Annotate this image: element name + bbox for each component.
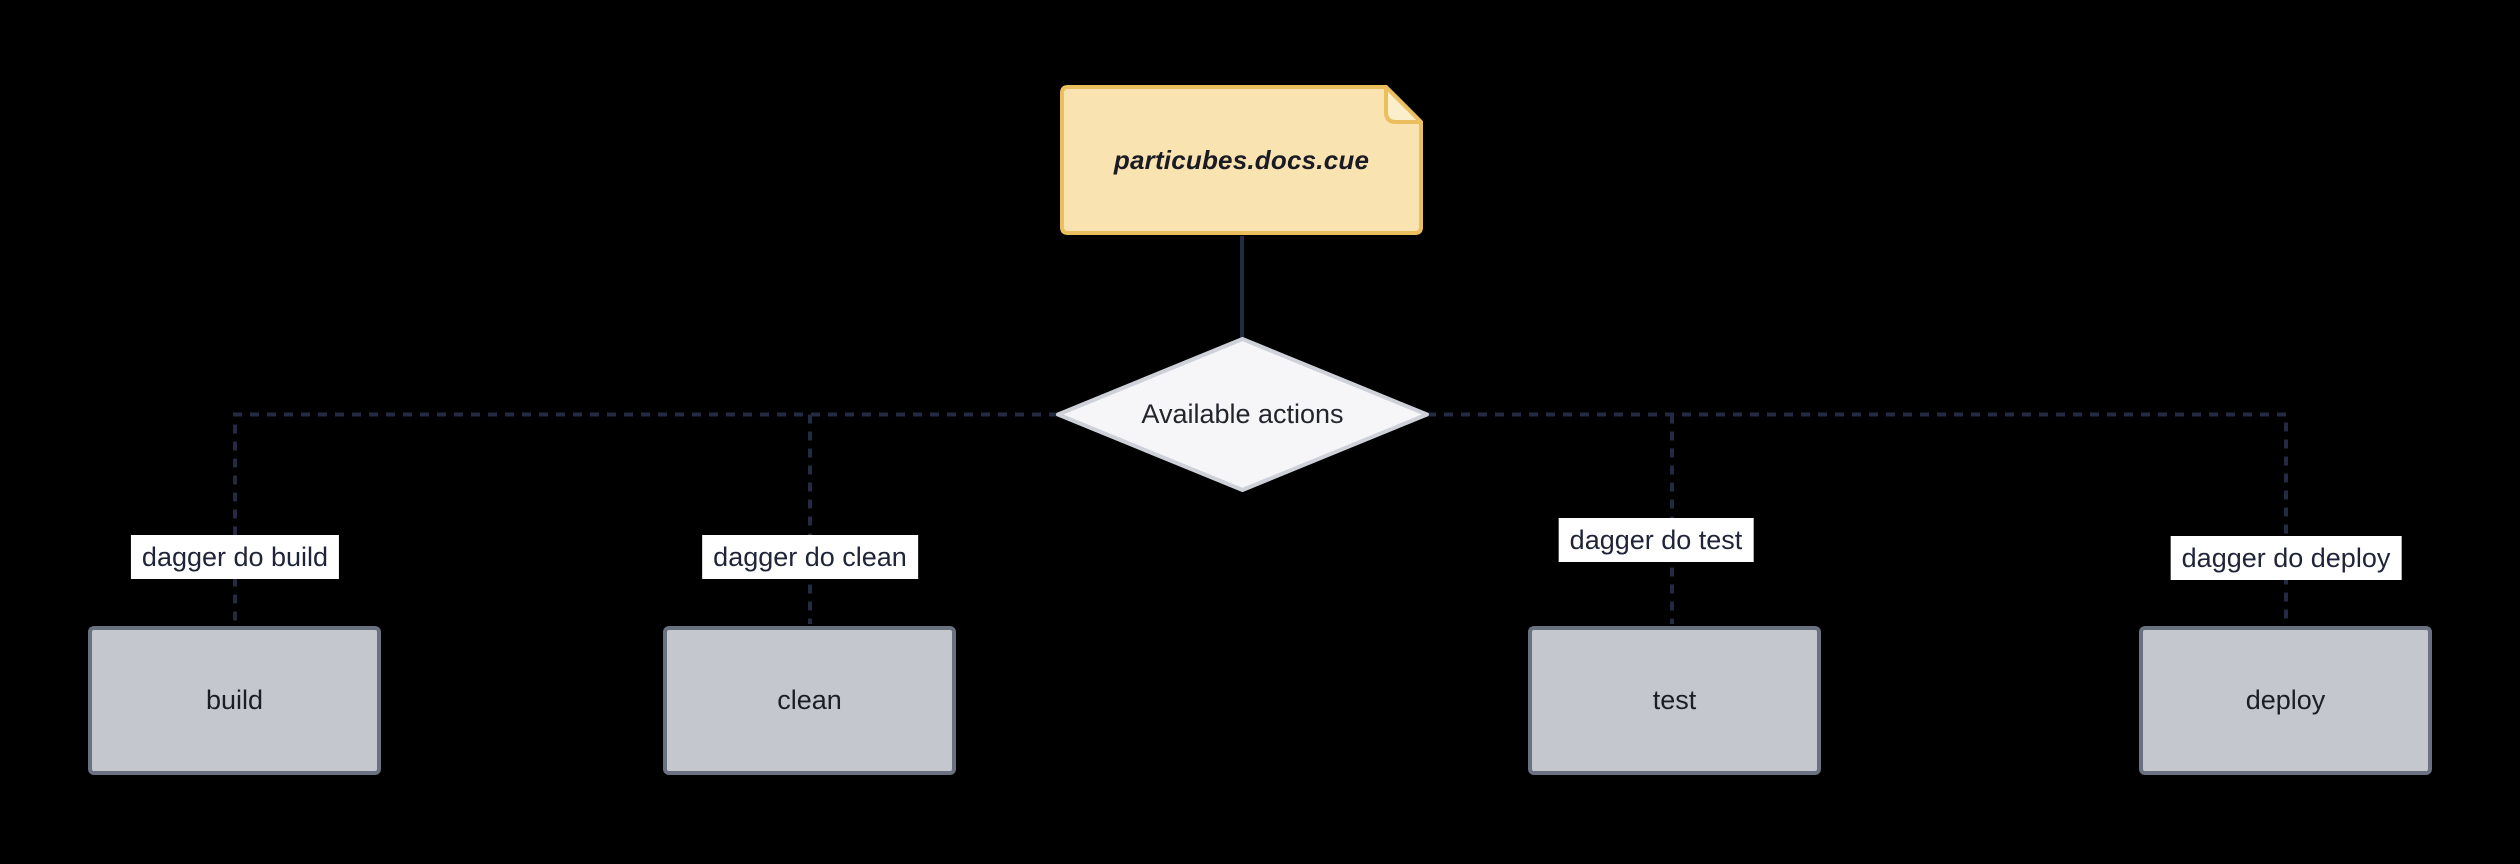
note-fold-corner [1384, 85, 1423, 124]
edge-label-dagger-do-test: dagger do test [1558, 518, 1754, 562]
task-node-test: test [1528, 626, 1821, 775]
edge-label-dagger-do-build: dagger do build [130, 535, 340, 579]
note-shape [1060, 85, 1423, 235]
note-label: particubes.docs.cue [1113, 144, 1370, 175]
edge-label-dagger-do-clean: dagger do clean [702, 535, 918, 579]
task-label-build: build [205, 685, 264, 715]
note-node-particubes-docs-cue: particubes.docs.cue [1059, 84, 1424, 236]
task-label-test: test [1652, 685, 1697, 715]
task-label-deploy: deploy [2245, 685, 2326, 715]
edge-decision-to-build [233, 412, 1058, 624]
task-node-clean: clean [663, 626, 956, 775]
task-label-clean: clean [777, 685, 842, 715]
decision-diamond-shape [1056, 337, 1429, 492]
decision-node-available-actions: Available actions [1054, 335, 1431, 494]
edge-decision-to-deploy [1427, 412, 2288, 624]
decision-label: Available actions [1141, 399, 1344, 429]
task-node-deploy: deploy [2139, 626, 2432, 775]
task-node-build: build [88, 626, 381, 775]
edge-label-dagger-do-deploy: dagger do deploy [2170, 536, 2402, 580]
